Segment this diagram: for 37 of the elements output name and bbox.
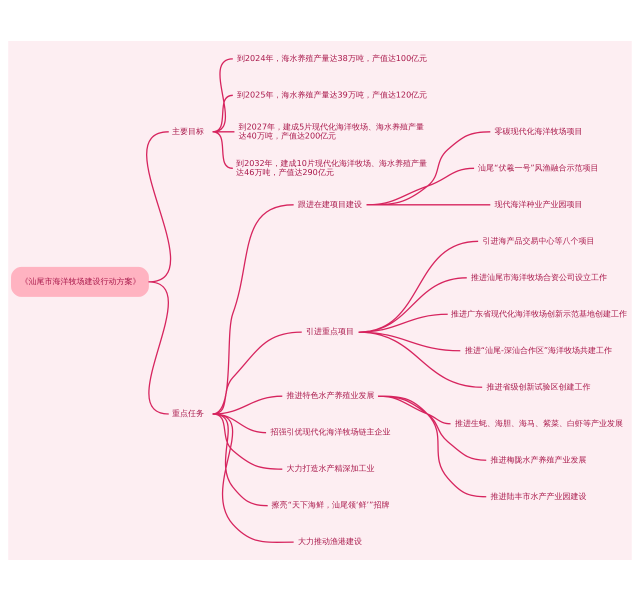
node-text: 引进重点项目 (306, 326, 354, 336)
node-text: 到2024年，海水养殖产量达38万吨，产值达100亿元 (236, 52, 428, 63)
node-text: 到2025年，海水养殖产量达39万吨，产值达120亿元 (236, 89, 428, 100)
connector (146, 131, 172, 282)
node-text: 推进生蚝、海胆、海马、紫菜、白虾等产业发展 (455, 418, 624, 428)
node-text: 到2032年，建成10片现代化海洋牧场、海水养殖产量达46万吨，产值达290亿元 (236, 158, 427, 177)
node-text: 推进“汕尾-深汕合作区”海洋牧场共建工作 (464, 344, 612, 355)
node-text: 推进特色水产养殖业发展 (286, 390, 374, 400)
connector (378, 396, 486, 498)
node-text: 招强引优现代化海洋牧场链主企业 (270, 426, 391, 437)
node-box: 《汕尾市海洋牧场建设行动方案》 (11, 266, 149, 297)
node-text: 主要目标 (172, 126, 204, 136)
connector (358, 331, 482, 388)
node-text: 推进省级创新试验区创建工作 (486, 381, 591, 392)
node-text: 大力推动渔港建设 (298, 536, 362, 546)
connector (366, 204, 490, 206)
node-text: 到2027年，建成5片现代化海洋牧场、海水养殖产量达40万吨，产值达200亿元 (238, 121, 424, 140)
node-text: 跟进在建项目建设 (298, 198, 362, 209)
connector (148, 281, 169, 415)
node-text: 大力打造水产精深加工业 (286, 463, 374, 474)
node-text: 现代海洋种业产业园项目 (494, 198, 582, 209)
node-text: 推进广东省现代化海洋牧场创新示范基地创建工作 (450, 308, 627, 318)
node-text: 擦亮“天下海鲜，汕尾领‘鲜’”招牌 (272, 500, 390, 510)
node-text: 推进汕尾市海洋牧场合资公司设立工作 (470, 272, 607, 282)
connector (212, 413, 282, 470)
connector (366, 131, 490, 206)
node-text: 引进海产品交易中心等八个项目 (482, 235, 595, 246)
node-text: 重点任务 (172, 408, 204, 418)
node-text: 推进梅陇水产养殖产业发展 (490, 454, 586, 464)
node-text: 推进陆丰市水产产业园建设 (490, 490, 586, 501)
node-text: 零碳现代化海洋牧场项目 (494, 126, 582, 136)
connector (212, 331, 302, 415)
connector (212, 204, 294, 415)
connector (212, 131, 234, 132)
connector (212, 413, 294, 543)
node-text: 汕尾“伏羲一号”风渔融合示范项目 (478, 162, 599, 172)
connector (212, 131, 233, 169)
